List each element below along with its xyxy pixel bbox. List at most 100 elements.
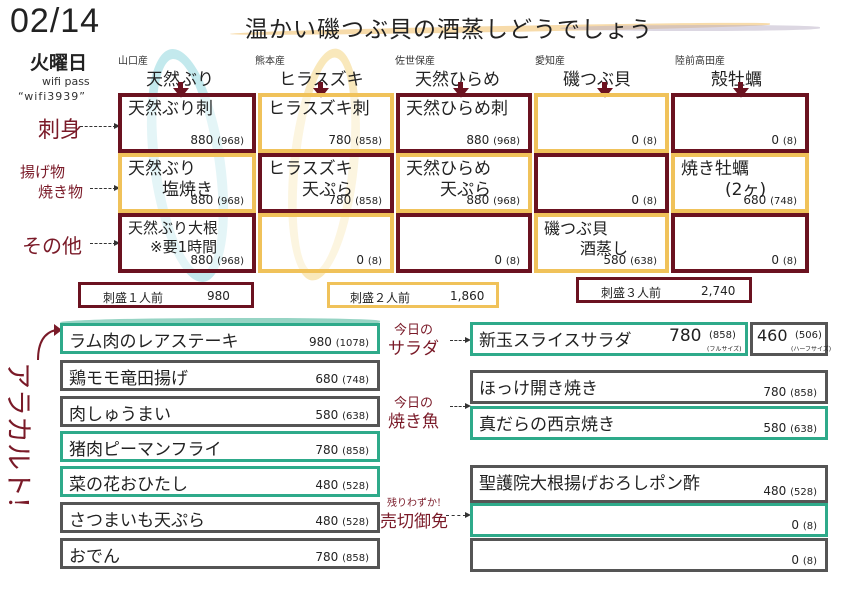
arrow-head-icon (465, 403, 471, 409)
platter-item: 刺盛３人前 2,740 (576, 277, 752, 303)
price-value: 780 (328, 133, 352, 147)
menu-cell: 0 (8) (534, 153, 669, 213)
price-tax: (638) (630, 256, 657, 267)
fish-origin: 陸前高田産 (675, 56, 725, 67)
dish-price: 0 (8) (791, 518, 817, 532)
price-value: 780 (315, 443, 339, 457)
menu-cell: 天然ひらめ 天ぷら 880 (968) (396, 153, 532, 213)
price-tax: (858) (355, 136, 382, 147)
price-tax: (8) (505, 256, 520, 267)
platter-price: 980 (207, 289, 230, 303)
cell-price: 880 (968) (466, 133, 520, 147)
platter-label: 刺盛２人前 (350, 291, 411, 305)
dish-price: 780 (669, 326, 702, 346)
price-value: 480 (763, 484, 787, 498)
dish-name: ほっけ開き焼き (479, 379, 598, 399)
price-tax: (638) (790, 424, 817, 435)
curved-arrow-icon (37, 324, 62, 361)
grilled-fish-label: 今日の 焼き魚 (388, 395, 439, 431)
dish-price: 780 (858) (315, 443, 369, 457)
price-value: 880 (466, 193, 490, 207)
dashed-arrow (446, 515, 466, 516)
dashed-arrow (450, 340, 466, 341)
price-tax: (968) (217, 256, 244, 267)
cell-dish-name: 焼き牡蠣 (2ヶ) (681, 159, 766, 201)
price-value: 780 (315, 550, 339, 564)
price-tax: (8) (802, 556, 817, 567)
dish-line: 天ぷら (302, 180, 353, 200)
alacarte-label-text: アラカルト! (2, 362, 33, 508)
price-value: 880 (190, 133, 214, 147)
menu-cell: 0 (8) (671, 93, 809, 153)
price-tax: (8) (642, 196, 657, 207)
cell-price: 0 (8) (771, 253, 797, 267)
price-value: 980 (309, 335, 332, 349)
soldout-label-line2: 売切御免 (380, 512, 448, 532)
cell-dish-name: ヒラスズキ 天ぷら (268, 159, 353, 201)
cell-price: 680 (748) (743, 193, 797, 207)
dish-name: さつまいも天ぷら (69, 511, 205, 531)
size-note: (フルサイズ) (707, 346, 742, 353)
list-item: さつまいも天ぷら 480 (528) (60, 502, 380, 533)
list-item: 猪肉ピーマンフライ 780 (858) (60, 431, 380, 462)
soldout-label-line1: 残りわずか! (386, 498, 442, 509)
cell-price: 880 (968) (190, 193, 244, 207)
price-tax: (528) (790, 487, 817, 498)
soldout-label: 残りわずか! 売切御免 (380, 495, 448, 531)
price-tax: (8) (367, 256, 382, 267)
cell-price: 0 (8) (356, 253, 382, 267)
fish-column-header: 陸前高田産 殻牡蠣 (675, 52, 762, 90)
price-value: 0 (631, 133, 639, 147)
dish-name: おでん (69, 547, 120, 567)
dish-line: 天然ぶり (128, 159, 196, 179)
fish-name: 殻牡蠣 (711, 70, 762, 90)
cell-price: 780 (858) (328, 133, 382, 147)
price-value: 780 (328, 193, 352, 207)
platter-label: 刺盛１人前 (103, 291, 164, 305)
dish-price: 480 (528) (315, 478, 369, 492)
price-value: 0 (771, 133, 779, 147)
row-label-fried-line2: 焼き物 (38, 183, 84, 201)
menu-cell: 焼き牡蠣 (2ヶ) 680 (748) (671, 153, 809, 213)
menu-cell: 0 (8) (396, 213, 532, 273)
dish-price: 780 (858) (763, 385, 817, 399)
dashed-arrow (450, 406, 466, 407)
cell-price: 580 (638) (603, 253, 657, 267)
fish-name: 磯つぶ貝 (563, 70, 631, 90)
list-item: ラム肉のレアステーキ 980 (1078) (60, 323, 380, 354)
price-tax: (748) (342, 375, 369, 386)
price-tax: (506) (795, 330, 822, 341)
dashed-arrow (90, 188, 116, 189)
dish-price: 780 (858) (315, 550, 369, 564)
fish-name: 天然ひらめ (415, 70, 500, 90)
salad-label: 今日の サラダ (388, 322, 439, 358)
arrow-head-icon (465, 337, 471, 343)
menu-cell: 天然ぶり 塩焼き 880 (968) (118, 153, 256, 213)
dish-line: 天ぷら (440, 180, 491, 200)
menu-cell: 天然ぶり刺 880 (968) (118, 93, 256, 153)
price-tax: (748) (770, 196, 797, 207)
row-label-other: その他 (22, 234, 82, 258)
fish-origin: 熊本産 (255, 56, 285, 67)
menu-cell: 天然ぶり大根 ※要1時間 880 (968) (118, 213, 256, 273)
price-tax: (858) (342, 446, 369, 457)
menu-weekday: 火曜日 (30, 52, 88, 74)
dish-price: 680 (748) (315, 372, 369, 386)
salad-label-line2: サラダ (388, 339, 439, 359)
price-value: 0 (631, 193, 639, 207)
dish-price: 460 (757, 326, 788, 345)
dashed-arrow (90, 243, 116, 244)
wifi-label: wifi pass (42, 75, 90, 88)
page-title: 温かい磯つぶ貝の酒蒸しどうでしょう (245, 17, 653, 43)
price-value: 780 (763, 385, 787, 399)
dish-name: 真だらの西京焼き (479, 415, 615, 435)
price-tax: (968) (217, 196, 244, 207)
fish-column-header: 佐世保産 天然ひらめ (395, 52, 500, 90)
fish-column-header: 熊本産 ヒラスズキ (255, 52, 364, 90)
dish-line: 焼き牡蠣 (681, 159, 749, 179)
dish-line: ※要1時間 (150, 238, 218, 256)
dish-line: ヒラスズキ (268, 159, 353, 179)
grilled-fish-label-line2: 焼き魚 (388, 412, 439, 432)
list-item: 0 (8) (470, 503, 828, 537)
fish-origin: 愛知産 (535, 56, 565, 67)
